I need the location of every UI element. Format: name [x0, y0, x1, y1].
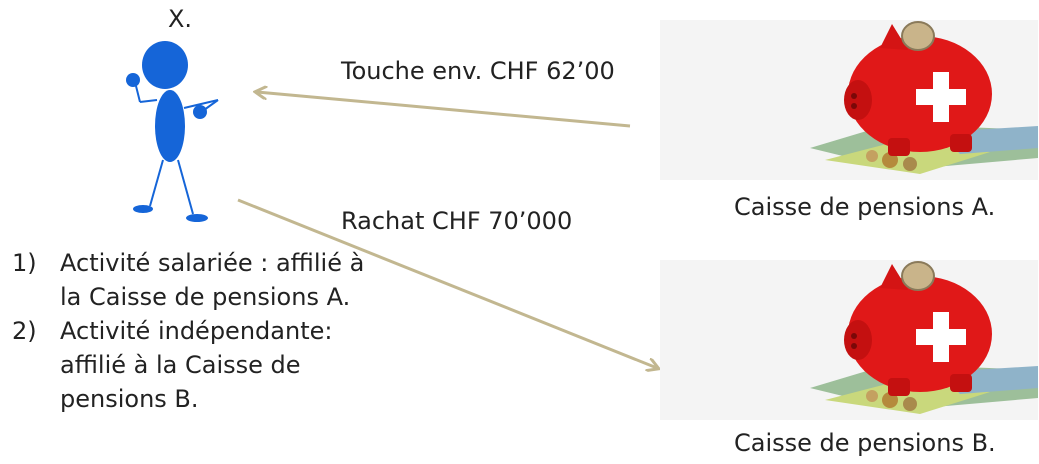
person-hand-right	[193, 105, 207, 119]
person-hand-left	[126, 73, 140, 87]
person-foot-left	[133, 205, 153, 213]
arrow-from-caisse-a	[257, 92, 631, 128]
arrow-bottom-label: Rachat CHF 70’000	[341, 207, 573, 235]
arrow-to-caisse-b	[237, 198, 657, 368]
person-foot-right	[186, 214, 208, 222]
piggy-bank-a-icon	[660, 20, 1038, 180]
activity-item: 2) Activité indépendante: affilié à la C…	[12, 314, 380, 416]
activity-item: 1) Activité salariée : affilié à la Cais…	[12, 246, 380, 314]
caisse-b-label: Caisse de pensions B.	[734, 429, 996, 457]
activity-text: Activité indépendante: affilié à la Cais…	[60, 317, 333, 413]
activity-list: 1) Activité salariée : affilié à la Cais…	[12, 246, 380, 416]
person-label: X.	[167, 5, 193, 33]
activity-text: Activité salariée : affilié à la Caisse …	[60, 249, 365, 311]
person-figure	[126, 41, 219, 222]
person-body	[155, 90, 185, 162]
activity-number: 1)	[12, 249, 37, 277]
arrow-top-label: Touche env. CHF 62’00	[341, 57, 615, 85]
piggy-bank-b-icon	[660, 260, 1038, 420]
person-head	[142, 41, 188, 89]
caisse-a-label: Caisse de pensions A.	[734, 193, 996, 221]
activity-number: 2)	[12, 317, 37, 345]
